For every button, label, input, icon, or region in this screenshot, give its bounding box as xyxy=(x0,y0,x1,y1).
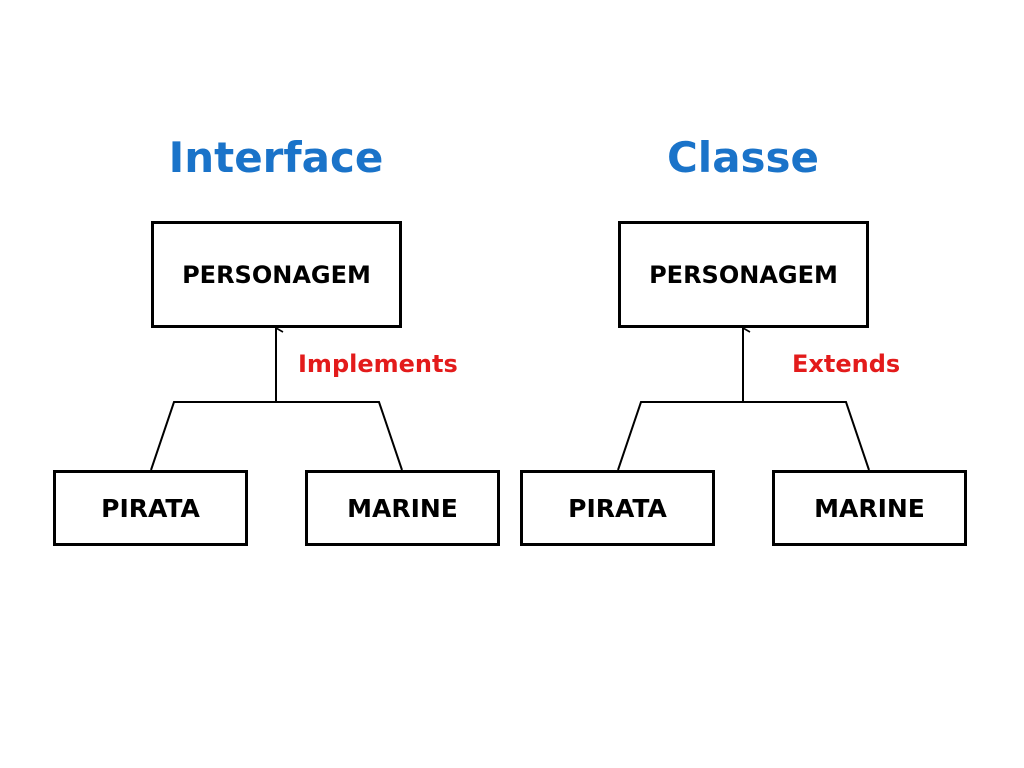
interface-child-pirata: PIRATA xyxy=(53,470,248,546)
interface-parent-box: PERSONAGEM xyxy=(151,221,402,328)
classe-child-marine: MARINE xyxy=(772,470,967,546)
classe-heading: Classe xyxy=(666,133,820,182)
classe-child-pirata: PIRATA xyxy=(520,470,715,546)
classe-branch-line xyxy=(617,401,870,471)
extends-label: Extends xyxy=(792,350,901,378)
classe-parent-box: PERSONAGEM xyxy=(618,221,869,328)
interface-child-marine: MARINE xyxy=(305,470,500,546)
interface-branch-line xyxy=(150,401,403,471)
interface-heading: Interface xyxy=(168,133,384,182)
implements-label: Implements xyxy=(298,350,458,378)
